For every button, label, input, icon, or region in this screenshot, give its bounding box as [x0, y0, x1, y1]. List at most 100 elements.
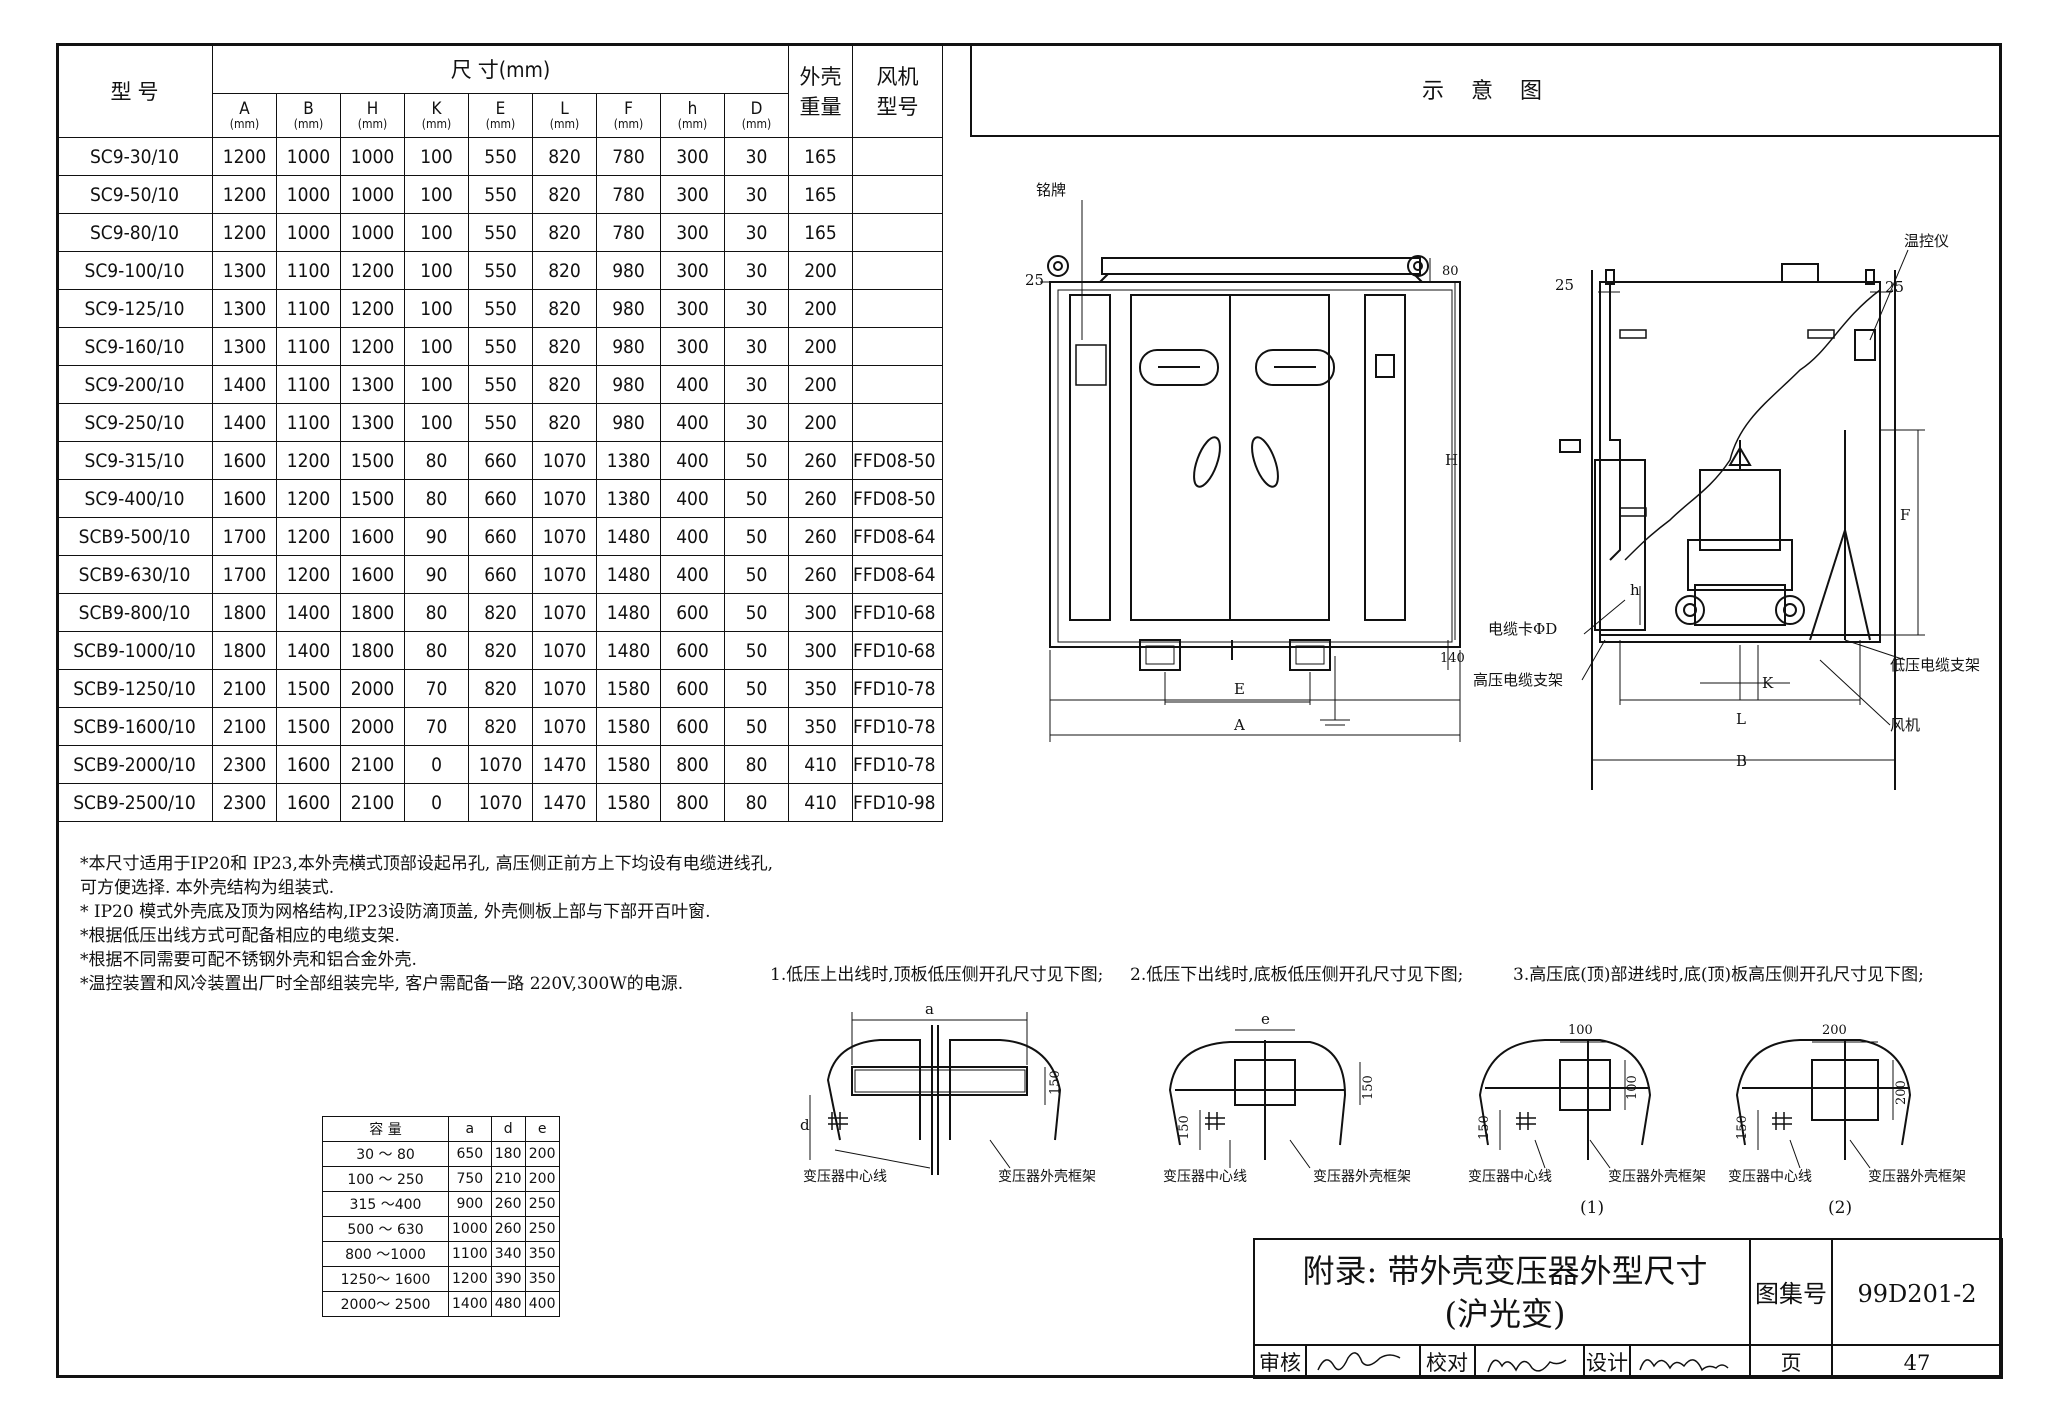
table-cell: 1070 — [468, 745, 533, 784]
table-cell: FFD10-78 — [852, 745, 943, 784]
title-line-2: (沪光变) — [1445, 1295, 1566, 1333]
cable-clip-label: 电缆卡ΦD — [1488, 620, 1557, 638]
table-cell: FFD10-78 — [852, 669, 943, 708]
table-cell: 1600 — [276, 745, 341, 784]
col-header-unit: (mm) — [229, 117, 260, 131]
hole-dim-150-2: 150 — [1361, 1075, 1376, 1100]
side-view — [1559, 249, 1925, 790]
page-number: 47 — [1904, 1351, 1931, 1375]
table-cell: 1070 — [532, 555, 597, 594]
fan-label: 风机 — [1890, 716, 1920, 734]
title-block-lines — [1253, 1238, 2003, 1379]
note-line: *本尺寸适用于IP20和 IP23,本外壳横式顶部设起吊孔, 高压侧正前方上下均… — [80, 854, 774, 874]
hole-dim-150-1: 150 — [1048, 1070, 1063, 1095]
table-cell: 400 — [660, 555, 725, 594]
table-cell: 1470 — [532, 745, 597, 784]
table-cell: 600 — [660, 631, 725, 670]
table-cell: 100 — [404, 327, 469, 366]
table-cell: 1580 — [596, 669, 661, 708]
table-cell: 70 — [404, 669, 469, 708]
dim-B: B — [1736, 752, 1747, 770]
hole-table-cell: 480 — [490, 1291, 526, 1317]
table-cell: SC9-30/10 — [56, 137, 213, 176]
col-header-label: A — [239, 99, 250, 119]
table-cell: 980 — [596, 327, 661, 366]
hole-dim-d: d — [800, 1116, 810, 1134]
col-header-unit: (mm) — [549, 117, 580, 131]
hole-dim-100-top: 100 — [1568, 1023, 1593, 1038]
col-header-E: E(mm) — [468, 93, 533, 138]
col-header-unit: (mm) — [357, 117, 388, 131]
frame-label-1: 变压器外壳框架 — [998, 1168, 1096, 1185]
table-cell: 1000 — [340, 175, 405, 214]
hole-table-cell: 900 — [448, 1191, 492, 1217]
table-cell: 200 — [788, 365, 853, 404]
col-header-unit: (mm) — [741, 117, 772, 131]
table-cell: 0 — [404, 783, 469, 822]
table-cell: 980 — [596, 251, 661, 290]
table-cell — [852, 251, 943, 290]
col-header-unit: (mm) — [677, 117, 708, 131]
nameplate-label: 铭牌 — [1036, 181, 1066, 199]
table-cell: 1070 — [532, 593, 597, 632]
table-cell: 820 — [532, 213, 597, 252]
table-cell: 1100 — [276, 365, 341, 404]
table-cell: 820 — [532, 137, 597, 176]
hole-diagram-2 — [1168, 1029, 1361, 1169]
hole-table-cell: 2000～ 2500 — [322, 1291, 449, 1317]
frame-label-4: 变压器外壳框架 — [1868, 1168, 1966, 1185]
table-cell: 1480 — [596, 555, 661, 594]
hole-diagram-3 — [1478, 1039, 1652, 1169]
table-cell: 410 — [788, 783, 853, 822]
hole-table-cell: 350 — [524, 1266, 560, 1292]
table-cell — [852, 365, 943, 404]
table-cell: 1600 — [276, 783, 341, 822]
col-header-unit: (mm) — [421, 117, 452, 131]
table-cell: 30 — [724, 213, 789, 252]
table-cell: SC9-200/10 — [56, 365, 213, 404]
header-weight-line1: 外壳 — [799, 64, 842, 89]
col-header-F: F(mm) — [596, 93, 661, 138]
col-header-label: K — [431, 99, 442, 119]
table-cell: 550 — [468, 403, 533, 442]
table-cell: 30 — [724, 365, 789, 404]
dim-A: A — [1233, 716, 1245, 734]
table-cell: SCB9-500/10 — [56, 517, 213, 556]
table-cell: 550 — [468, 175, 533, 214]
table-cell: SCB9-2000/10 — [56, 745, 213, 784]
table-cell: 50 — [724, 517, 789, 556]
hole-table-cell: 350 — [524, 1241, 560, 1267]
table-cell: 50 — [724, 631, 789, 670]
hole-table-cell: 340 — [490, 1241, 526, 1267]
table-cell: 300 — [788, 593, 853, 632]
table-cell: 100 — [404, 213, 469, 252]
table-cell: 2100 — [340, 783, 405, 822]
col-header-unit: (mm) — [293, 117, 324, 131]
table-cell: 1070 — [532, 441, 597, 480]
hole-table-cell: 390 — [490, 1266, 526, 1292]
header-fan-line2: 型号 — [876, 94, 919, 119]
table-cell: 1000 — [276, 175, 341, 214]
table-cell: 2100 — [212, 669, 277, 708]
dim-K: K — [1762, 674, 1774, 692]
table-cell: 1200 — [212, 213, 277, 252]
table-cell: FFD10-78 — [852, 707, 943, 746]
table-cell: 1070 — [532, 479, 597, 518]
table-cell: 1480 — [596, 631, 661, 670]
table-cell: 410 — [788, 745, 853, 784]
hole-dim-e: e — [1261, 1010, 1270, 1028]
col-header-label: L — [560, 99, 569, 119]
table-cell: 1100 — [276, 289, 341, 328]
table-cell: 1800 — [340, 631, 405, 670]
table-cell: 1600 — [212, 479, 277, 518]
table-cell: 50 — [724, 441, 789, 480]
centerline-label-1: 变压器中心线 — [803, 1169, 887, 1185]
